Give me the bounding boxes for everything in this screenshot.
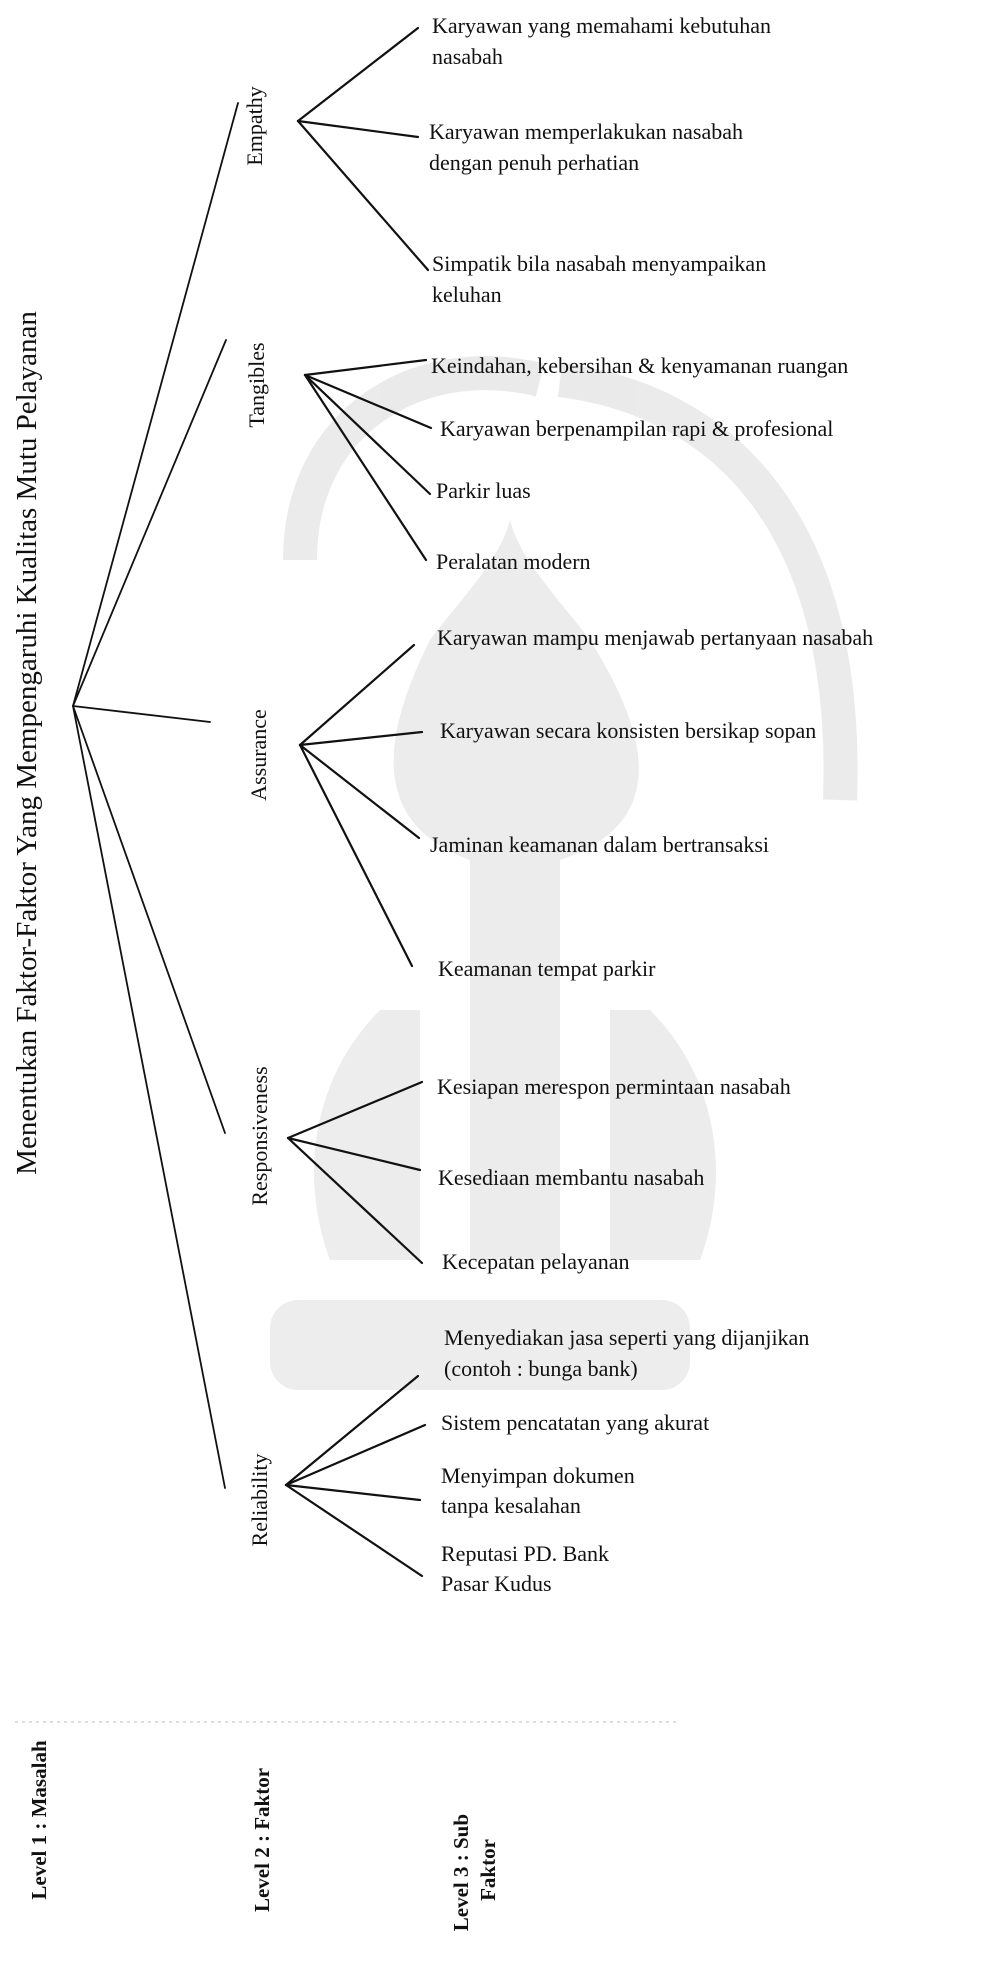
root-label: Menentukan Faktor-Faktor Yang Mempengaru… (11, 311, 43, 1175)
sub-factor-label: Kesediaan membantu nasabah (438, 1165, 704, 1190)
level-1-label: Level 1 : Masalah (27, 1740, 51, 1900)
sub-factor-label: Keindahan, kebersihan & kenyamanan ruang… (431, 353, 848, 378)
factor-tangibles: Tangibles Keindahan, kebersihan & kenyam… (244, 342, 848, 574)
sub-connector (298, 730, 424, 747)
sub-connector (298, 743, 421, 840)
factor-responsiveness: Responsiveness Kesiapan merespon permint… (247, 1066, 791, 1274)
factor-label: Empathy (242, 86, 267, 165)
factor-assurance: Assurance Karyawan mampu menjawab pertan… (246, 625, 873, 981)
factor-label: Responsiveness (247, 1066, 272, 1205)
factor-label: Assurance (246, 709, 271, 801)
sub-connector (303, 358, 428, 377)
factor-label: Reliability (247, 1454, 272, 1547)
sub-connector (298, 643, 416, 747)
level-legend: Level 1 : Masalah Level 2 : Faktor Level… (27, 1740, 500, 1931)
sub-factor-label: Sistem pencatatan yang akurat (441, 1410, 709, 1435)
root-line-responsiveness (72, 705, 226, 1134)
sub-factor-label: Simpatik bila nasabah menyampaikan keluh… (432, 251, 772, 307)
root-line-reliability (72, 705, 226, 1489)
sub-factor-label: Karyawan mampu menjawab pertanyaan nasab… (437, 625, 873, 650)
sub-factor-label: Keamanan tempat parkir (438, 956, 656, 981)
sub-connector (286, 1136, 422, 1172)
sub-connector (284, 1374, 420, 1487)
sub-factor-label: Kesiapan merespon permintaan nasabah (437, 1074, 791, 1099)
sub-factor-label: Karyawan secara konsisten bersikap sopan (440, 718, 816, 743)
sub-connector (284, 1483, 424, 1578)
sub-connector (286, 1136, 424, 1265)
sub-connector (296, 119, 420, 139)
root-line-assurance (72, 705, 211, 723)
sub-factor-label: Kecepatan pelayanan (442, 1249, 630, 1274)
level-3-label: Level 3 : Sub Faktor (449, 1809, 500, 1932)
sub-connector (303, 373, 428, 562)
root-line-tangibles (72, 339, 227, 707)
watermark-seal (270, 356, 858, 1390)
sub-factor-label: Peralatan modern (436, 549, 591, 574)
sub-factor-label: Karyawan berpenampilan rapi & profesiona… (440, 416, 833, 441)
sub-connector (298, 743, 414, 968)
sub-factor-label: Karyawan yang memahami kebutuhan nasabah (432, 13, 777, 69)
sub-factor-label: Reputasi PD. Bank Pasar Kudus (441, 1541, 615, 1596)
sub-connector (286, 1080, 424, 1140)
sub-connector (303, 373, 433, 430)
factor-empathy: Empathy Karyawan yang memahami kebutuhan… (242, 13, 777, 307)
sub-factor-label: Menyimpan dokumen tanpa kesalahan (441, 1463, 640, 1518)
sub-factor-label: Jaminan keamanan dalam bertransaksi (430, 832, 769, 857)
sub-connector (284, 1483, 422, 1502)
factor-label: Tangibles (244, 342, 269, 427)
sub-factor-label: Karyawan memperlakukan nasabah dengan pe… (429, 119, 748, 175)
level-2-label: Level 2 : Faktor (250, 1768, 274, 1912)
sub-connector (284, 1423, 427, 1487)
sub-connector (303, 373, 432, 496)
sub-connector (296, 119, 430, 272)
root-connectors (72, 102, 239, 1489)
sub-factor-label: Parkir luas (436, 478, 531, 503)
factor-reliability: Reliability Menyediakan jasa seperti yan… (247, 1325, 815, 1596)
sub-factor-label: Menyediakan jasa seperti yang dijanjikan… (444, 1325, 815, 1381)
sub-connector (296, 26, 420, 123)
root-line-empathy (72, 102, 239, 707)
